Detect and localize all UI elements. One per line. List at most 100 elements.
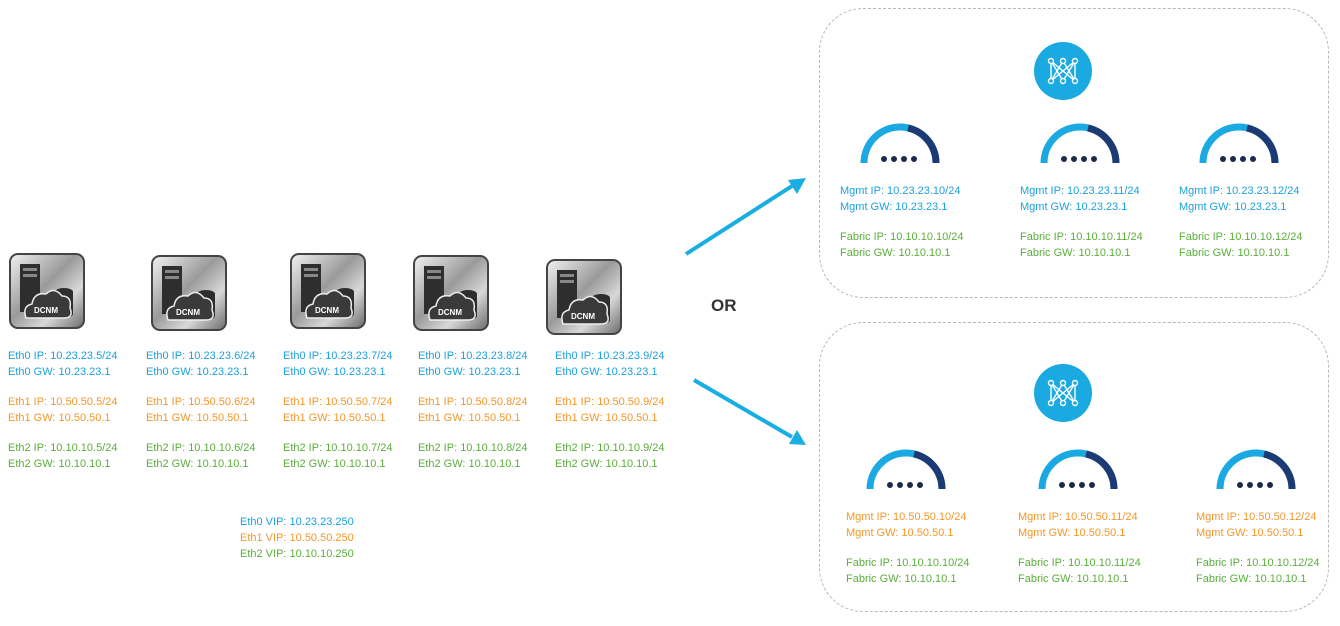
- fabric-gw: Fabric GW: 10.10.10.1: [1179, 247, 1290, 259]
- node-info: Mgmt IP: 10.23.23.11/24 Mgmt GW: 10.23.2…: [1020, 183, 1143, 261]
- arrow-icon: [684, 178, 806, 256]
- eth1-ip: Eth1 IP: 10.50.50.7/24: [283, 396, 393, 408]
- dcnm-server-3: DCNM Eth0 IP: 10.23.23.7/24 Eth0 GW: 10.…: [283, 252, 392, 582]
- dcnm-server-1: DCNM Eth0 IP: 10.23.23.5/24 Eth0 GW: 10.…: [8, 252, 117, 582]
- node-gauge-icon: [1040, 123, 1120, 164]
- fabric-ip: Fabric IP: 10.10.10.11/24: [1018, 557, 1141, 569]
- eth0-gw: Eth0 GW: 10.23.23.1: [418, 366, 521, 378]
- eth1-gw: Eth1 GW: 10.50.50.1: [555, 412, 658, 424]
- node-gauge-icon: [860, 123, 940, 164]
- dcnm-server-2: DCNM Eth0 IP: 10.23.23.6/24 Eth0 GW: 10.…: [146, 252, 255, 582]
- mgmt-ip: Mgmt IP: 10.50.50.11/24: [1018, 511, 1138, 523]
- eth2-ip: Eth2 IP: 10.10.10.7/24: [283, 442, 393, 454]
- dcnm-label: DCNM: [34, 306, 58, 315]
- node-info: Mgmt IP: 10.23.23.10/24 Mgmt GW: 10.23.2…: [840, 183, 964, 261]
- cluster-node: Mgmt IP: 10.23.23.11/24 Mgmt GW: 10.23.2…: [1020, 119, 1180, 279]
- node-gauge-icon: [866, 449, 946, 490]
- node-gauge-icon: [1216, 449, 1296, 490]
- eth0-gw: Eth0 GW: 10.23.23.1: [555, 366, 658, 378]
- dcnm-server-icon: DCNM: [9, 253, 85, 329]
- dcnm-server-icon: DCNM: [151, 255, 227, 331]
- eth0-ip: Eth0 IP: 10.23.23.9/24: [555, 350, 665, 362]
- cluster-top: Mgmt IP: 10.23.23.10/24 Mgmt GW: 10.23.2…: [819, 8, 1329, 298]
- eth0-gw: Eth0 GW: 10.23.23.1: [283, 366, 386, 378]
- dcnm-label: DCNM: [176, 308, 200, 317]
- cluster-node: Mgmt IP: 10.23.23.10/24 Mgmt GW: 10.23.2…: [840, 119, 1000, 279]
- eth2-ip: Eth2 IP: 10.10.10.6/24: [146, 442, 256, 454]
- node-info: Mgmt IP: 10.50.50.12/24 Mgmt GW: 10.50.5…: [1196, 509, 1320, 587]
- eth1-ip: Eth1 IP: 10.50.50.5/24: [8, 396, 118, 408]
- eth1-gw: Eth1 GW: 10.50.50.1: [8, 412, 111, 424]
- eth2-gw: Eth2 GW: 10.10.10.1: [146, 458, 249, 470]
- cluster-node: Mgmt IP: 10.50.50.10/24 Mgmt GW: 10.50.5…: [846, 445, 1006, 605]
- cluster-bottom: Mgmt IP: 10.50.50.10/24 Mgmt GW: 10.50.5…: [819, 322, 1329, 612]
- fabric-gw: Fabric GW: 10.10.10.1: [840, 247, 951, 259]
- eth2-gw: Eth2 GW: 10.10.10.1: [418, 458, 521, 470]
- eth0-gw: Eth0 GW: 10.23.23.1: [8, 366, 111, 378]
- dcnm-label: DCNM: [571, 312, 595, 321]
- interface-list: Eth0 IP: 10.23.23.5/24 Eth0 GW: 10.23.23…: [8, 348, 117, 472]
- eth2-gw: Eth2 GW: 10.10.10.1: [8, 458, 111, 470]
- interface-list: Eth0 IP: 10.23.23.6/24 Eth0 GW: 10.23.23…: [146, 348, 255, 472]
- mgmt-gw: Mgmt GW: 10.23.23.1: [1020, 201, 1128, 213]
- eth1-ip: Eth1 IP: 10.50.50.9/24: [555, 396, 665, 408]
- dcnm-server-icon: DCNM: [546, 259, 622, 335]
- eth2-ip: Eth2 IP: 10.10.10.8/24: [418, 442, 528, 454]
- dcnm-label: DCNM: [315, 306, 339, 315]
- fabric-mesh-icon: [1034, 42, 1092, 100]
- mgmt-ip: Mgmt IP: 10.23.23.11/24: [1020, 185, 1140, 197]
- eth1-ip: Eth1 IP: 10.50.50.6/24: [146, 396, 256, 408]
- fabric-gw: Fabric GW: 10.10.10.1: [1020, 247, 1131, 259]
- fabric-gw: Fabric GW: 10.10.10.1: [1018, 573, 1129, 585]
- dcnm-label: DCNM: [438, 308, 462, 317]
- mgmt-gw: Mgmt GW: 10.23.23.1: [840, 201, 948, 213]
- eth1-gw: Eth1 GW: 10.50.50.1: [418, 412, 521, 424]
- fabric-gw: Fabric GW: 10.10.10.1: [1196, 573, 1307, 585]
- cluster-node: Mgmt IP: 10.23.23.12/24 Mgmt GW: 10.23.2…: [1179, 119, 1339, 279]
- mgmt-ip: Mgmt IP: 10.23.23.10/24: [840, 185, 961, 197]
- eth2-ip: Eth2 IP: 10.10.10.5/24: [8, 442, 118, 454]
- mgmt-gw: Mgmt GW: 10.23.23.1: [1179, 201, 1287, 213]
- eth0-ip: Eth0 IP: 10.23.23.6/24: [146, 350, 256, 362]
- fabric-ip: Fabric IP: 10.10.10.12/24: [1196, 557, 1320, 569]
- node-gauge-icon: [1199, 123, 1279, 164]
- mgmt-gw: Mgmt GW: 10.50.50.1: [1018, 527, 1126, 539]
- interface-list: Eth0 IP: 10.23.23.9/24 Eth0 GW: 10.23.23…: [555, 348, 664, 472]
- mgmt-ip: Mgmt IP: 10.50.50.10/24: [846, 511, 967, 523]
- fabric-mesh-icon: [1034, 364, 1092, 422]
- dcnm-server-5: DCNM Eth0 IP: 10.23.23.9/24 Eth0 GW: 10.…: [546, 252, 664, 582]
- fabric-ip: Fabric IP: 10.10.10.11/24: [1020, 231, 1143, 243]
- dcnm-server-icon: DCNM: [290, 253, 366, 329]
- interface-list: Eth0 IP: 10.23.23.7/24 Eth0 GW: 10.23.23…: [283, 348, 392, 472]
- eth1-gw: Eth1 GW: 10.50.50.1: [146, 412, 249, 424]
- eth0-ip: Eth0 IP: 10.23.23.7/24: [283, 350, 393, 362]
- eth0-ip: Eth0 IP: 10.23.23.5/24: [8, 350, 118, 362]
- node-info: Mgmt IP: 10.50.50.10/24 Mgmt GW: 10.50.5…: [846, 509, 970, 587]
- arrow-icon: [692, 378, 806, 445]
- eth2-vip: Eth2 VIP: 10.10.10.250: [240, 548, 354, 560]
- vip-list: Eth0 VIP: 10.23.23.250 Eth1 VIP: 10.50.5…: [240, 514, 354, 562]
- eth0-gw: Eth0 GW: 10.23.23.1: [146, 366, 249, 378]
- eth1-ip: Eth1 IP: 10.50.50.8/24: [418, 396, 528, 408]
- node-gauge-icon: [1038, 449, 1118, 490]
- node-info: Mgmt IP: 10.23.23.12/24 Mgmt GW: 10.23.2…: [1179, 183, 1303, 261]
- dcnm-server-4: DCNM Eth0 IP: 10.23.23.8/24 Eth0 GW: 10.…: [413, 252, 527, 582]
- mgmt-gw: Mgmt GW: 10.50.50.1: [1196, 527, 1304, 539]
- fabric-gw: Fabric GW: 10.10.10.1: [846, 573, 957, 585]
- eth2-gw: Eth2 GW: 10.10.10.1: [555, 458, 658, 470]
- or-label: OR: [711, 296, 737, 315]
- node-info: Mgmt IP: 10.50.50.11/24 Mgmt GW: 10.50.5…: [1018, 509, 1141, 587]
- fabric-ip: Fabric IP: 10.10.10.12/24: [1179, 231, 1303, 243]
- eth1-vip: Eth1 VIP: 10.50.50.250: [240, 532, 354, 544]
- fabric-ip: Fabric IP: 10.10.10.10/24: [840, 231, 964, 243]
- cluster-node: Mgmt IP: 10.50.50.11/24 Mgmt GW: 10.50.5…: [1018, 445, 1178, 605]
- eth2-gw: Eth2 GW: 10.10.10.1: [283, 458, 386, 470]
- eth0-vip: Eth0 VIP: 10.23.23.250: [240, 516, 354, 528]
- mgmt-ip: Mgmt IP: 10.50.50.12/24: [1196, 511, 1317, 523]
- eth1-gw: Eth1 GW: 10.50.50.1: [283, 412, 386, 424]
- eth2-ip: Eth2 IP: 10.10.10.9/24: [555, 442, 665, 454]
- mgmt-gw: Mgmt GW: 10.50.50.1: [846, 527, 954, 539]
- dcnm-server-icon: DCNM: [413, 255, 489, 331]
- cluster-node: Mgmt IP: 10.50.50.12/24 Mgmt GW: 10.50.5…: [1196, 445, 1340, 605]
